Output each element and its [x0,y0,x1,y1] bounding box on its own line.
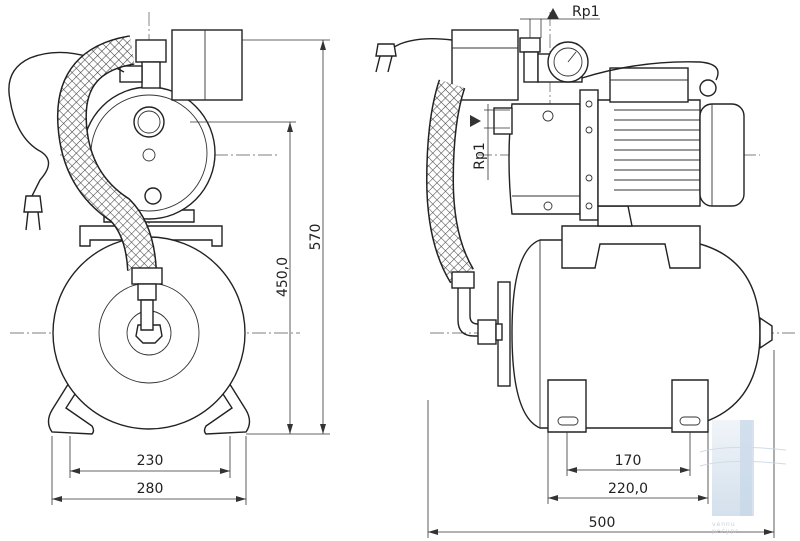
side-pump-bolt-a [542,110,554,122]
front-dim-arrow-450-bottom [287,424,293,434]
side-foot-right [671,379,709,433]
side-rp1-top-label: Rp1 [572,4,600,20]
side-view: Rp1 Rp1 170 220,0 500 [375,4,795,538]
side-rp1-side-marker [470,115,481,127]
front-dim-label-230: 230 [137,453,164,469]
front-power-cable [8,51,125,197]
front-pump-plug [144,187,162,205]
side-hose-elbow [457,288,480,337]
side-dim-arrow-500-left [428,529,438,535]
front-dim-arrow-570-top [320,40,326,50]
side-motor-fins [614,109,700,191]
watermark-text-line2: ресурс [712,528,739,535]
front-dim-arrow-230-left [70,468,80,474]
side-plug-pin-b [387,55,393,73]
front-plug [23,195,43,213]
side-hose-ferrule [451,271,475,289]
front-plug-pin-right [37,211,41,231]
front-pump-inlet [133,106,165,138]
side-tank-inlet [495,323,503,341]
side-rp1-top-marker [547,8,559,19]
side-capacitor-gland [699,79,717,97]
front-fitting-side [119,65,143,83]
front-pressure-switch [171,29,243,101]
watermark-text-line1: vennu [712,521,736,528]
front-pump-drain [142,148,156,162]
front-dim-arrow-230-right [220,468,230,474]
side-hose-nut [477,319,497,345]
side-pressure-gauge-face [553,47,583,77]
side-plug [375,43,397,57]
side-fitting-neck [523,51,539,83]
front-fitting-top [135,39,167,63]
side-flange-bolt-d [585,202,593,210]
side-flange-bolt-b [585,126,593,134]
side-motor-fan-cover [699,103,745,207]
side-hose-elbow-inner [469,288,480,325]
front-braided-hose-hatch [58,36,156,271]
watermark-logo: vennu ресурс [699,420,787,535]
front-dim-arrow-570-bottom [320,424,326,434]
side-dim-arrow-170-left [567,467,577,473]
side-rp1-side-label: Rp1 [472,142,488,170]
side-foot-left-slot [557,416,579,426]
front-dim-arrow-280-right [236,496,246,502]
side-dim-label-170: 170 [615,453,642,469]
side-fitting-top [519,37,541,53]
side-flange-bolt-a [585,100,593,108]
side-pressure-gauge-needle [567,51,577,63]
front-hose-nut [137,283,157,301]
side-tank-nipple [759,316,773,350]
side-foot-right-slot [679,416,701,426]
front-dim-arrow-450-top [287,122,293,132]
side-bracket [561,225,701,269]
front-fitting-neck [141,61,161,89]
side-power-cable [391,37,453,49]
front-dim-label-450: 450,0 [275,257,291,297]
side-plug-pin-a [375,55,381,73]
side-pump-bolt-b [543,201,553,211]
front-plug-pin-left [25,211,29,231]
side-dim-arrow-170-right [680,467,690,473]
front-dim-label-570: 570 [308,224,324,251]
side-foot-left [547,379,587,433]
side-dim-arrow-220-left [548,495,558,501]
front-hose-ferrule [131,267,163,285]
front-pump-inlet-inner [137,110,161,134]
side-dim-arrow-220-right [698,495,708,501]
front-hose-elbow [140,299,154,331]
side-flange-bolt-c [585,174,593,182]
side-motor-flange [579,89,599,221]
front-view: 570 450,0 230 280 [8,12,330,505]
side-dim-label-220: 220,0 [608,481,648,497]
front-left-foot [47,377,95,435]
side-motor-foot [597,205,633,227]
side-dim-arrow-500-right [764,529,774,535]
front-dim-arrow-280-left [52,496,62,502]
side-pump-housing [508,103,581,215]
side-terminal-box [609,67,689,103]
front-right-foot [203,377,251,435]
side-pump-inlet [493,107,513,135]
side-motor-cable [581,61,719,81]
side-braided-hose-hatch [427,80,473,283]
front-dim-label-280: 280 [137,481,164,497]
side-dim-label-500: 500 [589,515,616,531]
